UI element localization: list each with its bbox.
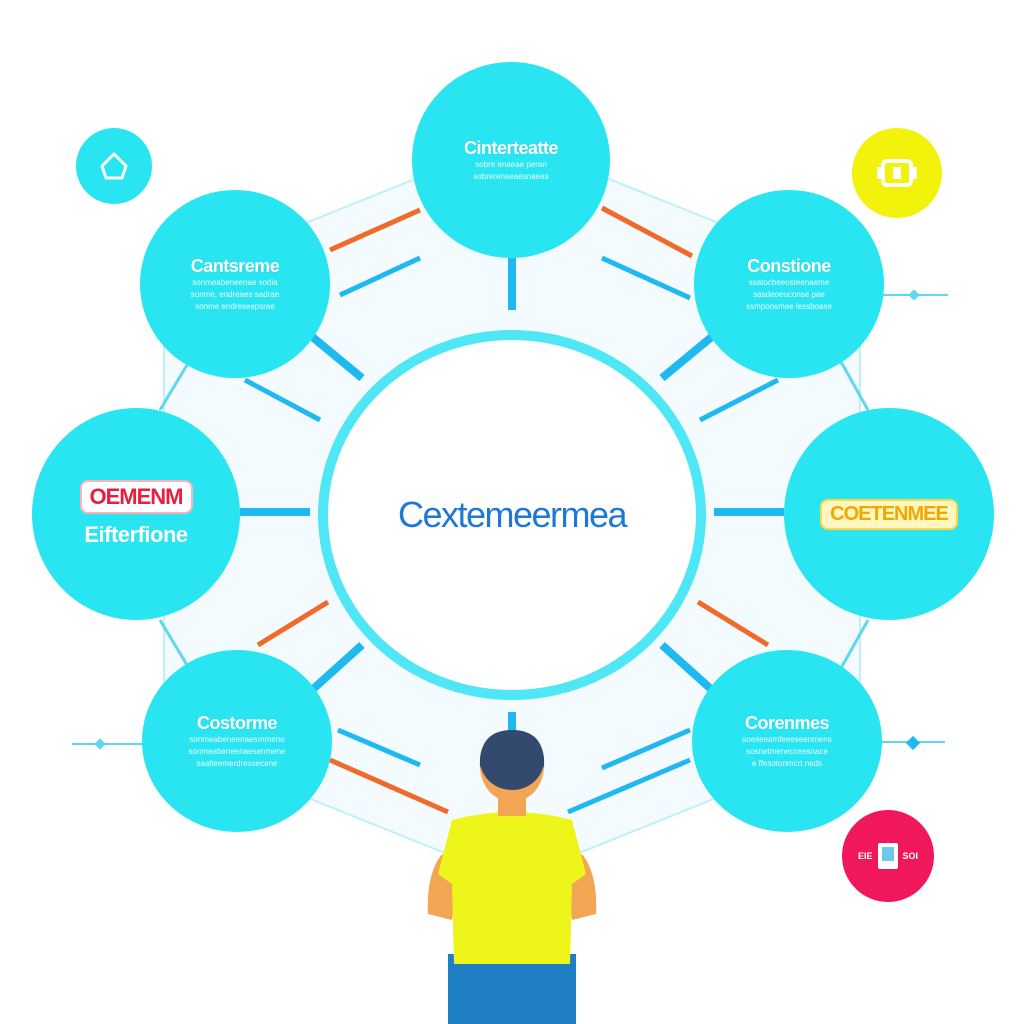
node-top-left-line: sonme endreseepsrae (195, 301, 275, 311)
node-bottom-right-line: e ffesotonmcrt neds (751, 758, 823, 768)
node-bottom-left-line: saalteemerdressecane (196, 758, 278, 768)
accent-dash (601, 727, 691, 771)
tablet-icon-glyph (877, 843, 898, 869)
accent-dash (567, 757, 691, 815)
node-right: COETENMEE (784, 408, 994, 620)
node-top-right-title: Constione (747, 255, 831, 276)
tick-diamond (94, 738, 106, 750)
connector-line (158, 619, 192, 671)
node-bottom-right-title: Corenmes (744, 712, 830, 733)
node-bottom-right-line: soeseeamfeeeseenmens (742, 734, 832, 744)
spoke-top-right (659, 331, 717, 382)
connector-line (838, 359, 870, 411)
tablet-icon-label-right: SOI (902, 851, 919, 861)
node-bottom-left-title: Costorme (196, 712, 278, 733)
node-top-left-line: sonmeabeneenae sodia (192, 277, 278, 287)
center-title: Cextemeermea (397, 494, 628, 535)
node-top-title: Cinterteatte (463, 137, 559, 158)
node-bottom-right-line: sosnetmenecceesnace (746, 746, 828, 756)
node-left-subtitle: Eifterfione (84, 522, 188, 547)
spoke-bottom-right (659, 642, 715, 693)
accent-dash (696, 599, 770, 648)
tablet-icon-label-left: EIE (857, 851, 873, 861)
node-left-badge: OEMENM (79, 480, 193, 514)
house-icon-glyph (100, 152, 128, 180)
accent-dash (328, 757, 450, 815)
house-icon (76, 128, 152, 204)
chip-icon-glyph (877, 159, 917, 187)
center-node: Cextemeermea (318, 330, 706, 700)
node-top-right-line: ssmpoosmee lessboase (746, 301, 832, 311)
person-shirt (438, 812, 586, 964)
node-bottom-left-line: sonmeabeneenaesenmene (188, 746, 286, 756)
tick-diamond (908, 289, 920, 301)
node-top: Cinterteatte sobre enaeae peran sobreren… (412, 62, 610, 258)
node-top-left-title: Cantsreme (190, 255, 280, 276)
accent-dash (600, 255, 692, 301)
person-hair-back (480, 730, 544, 790)
node-bottom-right: Corenmes soeseeamfeeeseenmens sosnetmene… (692, 650, 882, 832)
tablet-icon: EIE SOI (842, 810, 934, 902)
spoke-top-left (307, 331, 365, 382)
accent-dash (698, 377, 780, 423)
node-top-left: Cantsreme sonmeabeneenae sodia sonme, en… (140, 190, 330, 378)
node-top-left-line: sonme, endreaes sadrae (190, 289, 280, 299)
node-top-right-line: ssatocbeeosteenaeme (748, 277, 830, 287)
node-bottom-left: Costorme sonmeabeneenaesrnmeno sonmeaben… (142, 650, 332, 832)
person-figure (427, 730, 597, 1024)
accent-dash (256, 599, 330, 648)
chip-icon (852, 128, 942, 218)
connector-line (838, 619, 870, 671)
node-left: OEMENM Eifterfione (32, 408, 240, 620)
node-top-right: Constione ssatocbeeosteenaeme sasdeoeuco… (694, 190, 884, 378)
connector-line (158, 359, 192, 411)
node-top-right-line: sasdeoeuconse pae (753, 289, 825, 299)
accent-dash (243, 377, 322, 423)
accent-dash (338, 255, 422, 298)
spoke-bottom-left (309, 642, 365, 693)
accent-dash (600, 205, 694, 259)
person-shorts (448, 954, 576, 1024)
node-bottom-left-line: sonmeabeneenaesrnmeno (189, 734, 285, 744)
tick-diamond (905, 735, 921, 751)
node-right-badge: COETENMEE (820, 498, 958, 530)
accent-dash (328, 207, 422, 253)
node-top-line: sobre enaeae peran (475, 159, 547, 169)
accent-dash (337, 727, 421, 768)
node-top-line: sobrerenaeaesnaeas (473, 171, 549, 181)
